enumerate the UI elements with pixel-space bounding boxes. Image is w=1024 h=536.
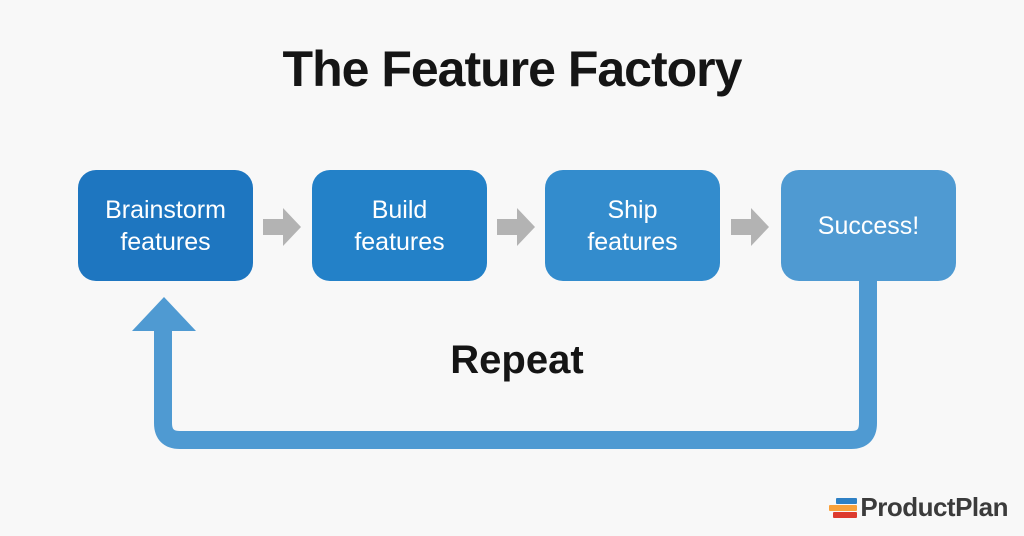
logo-bar-orange xyxy=(829,504,858,511)
productplan-logo: ProductPlan xyxy=(829,492,1008,523)
flow-box-brainstorm-features: Brainstorm features xyxy=(78,170,253,281)
flow-box-label: Build features xyxy=(354,195,445,256)
productplan-logo-text: ProductPlan xyxy=(860,492,1008,522)
flow-box-ship-features: Ship features xyxy=(545,170,720,281)
productplan-logo-mark-icon xyxy=(829,497,858,518)
repeat-label: Repeat xyxy=(450,338,584,382)
logo-bar-red xyxy=(833,511,858,518)
repeat-loop-arrowhead-icon xyxy=(132,297,196,331)
flow-box-label: Success! xyxy=(817,211,920,240)
right-arrow-icon xyxy=(263,208,301,246)
right-arrow-icon xyxy=(497,208,535,246)
flow-box-success: Success! xyxy=(781,170,956,281)
logo-bar-blue xyxy=(836,497,858,504)
flow-box-label: Brainstorm features xyxy=(105,195,226,256)
flow-box-label: Ship features xyxy=(587,195,678,256)
flow-box-build-features: Build features xyxy=(312,170,487,281)
page-title: The Feature Factory xyxy=(282,41,743,97)
right-arrow-icon xyxy=(731,208,769,246)
